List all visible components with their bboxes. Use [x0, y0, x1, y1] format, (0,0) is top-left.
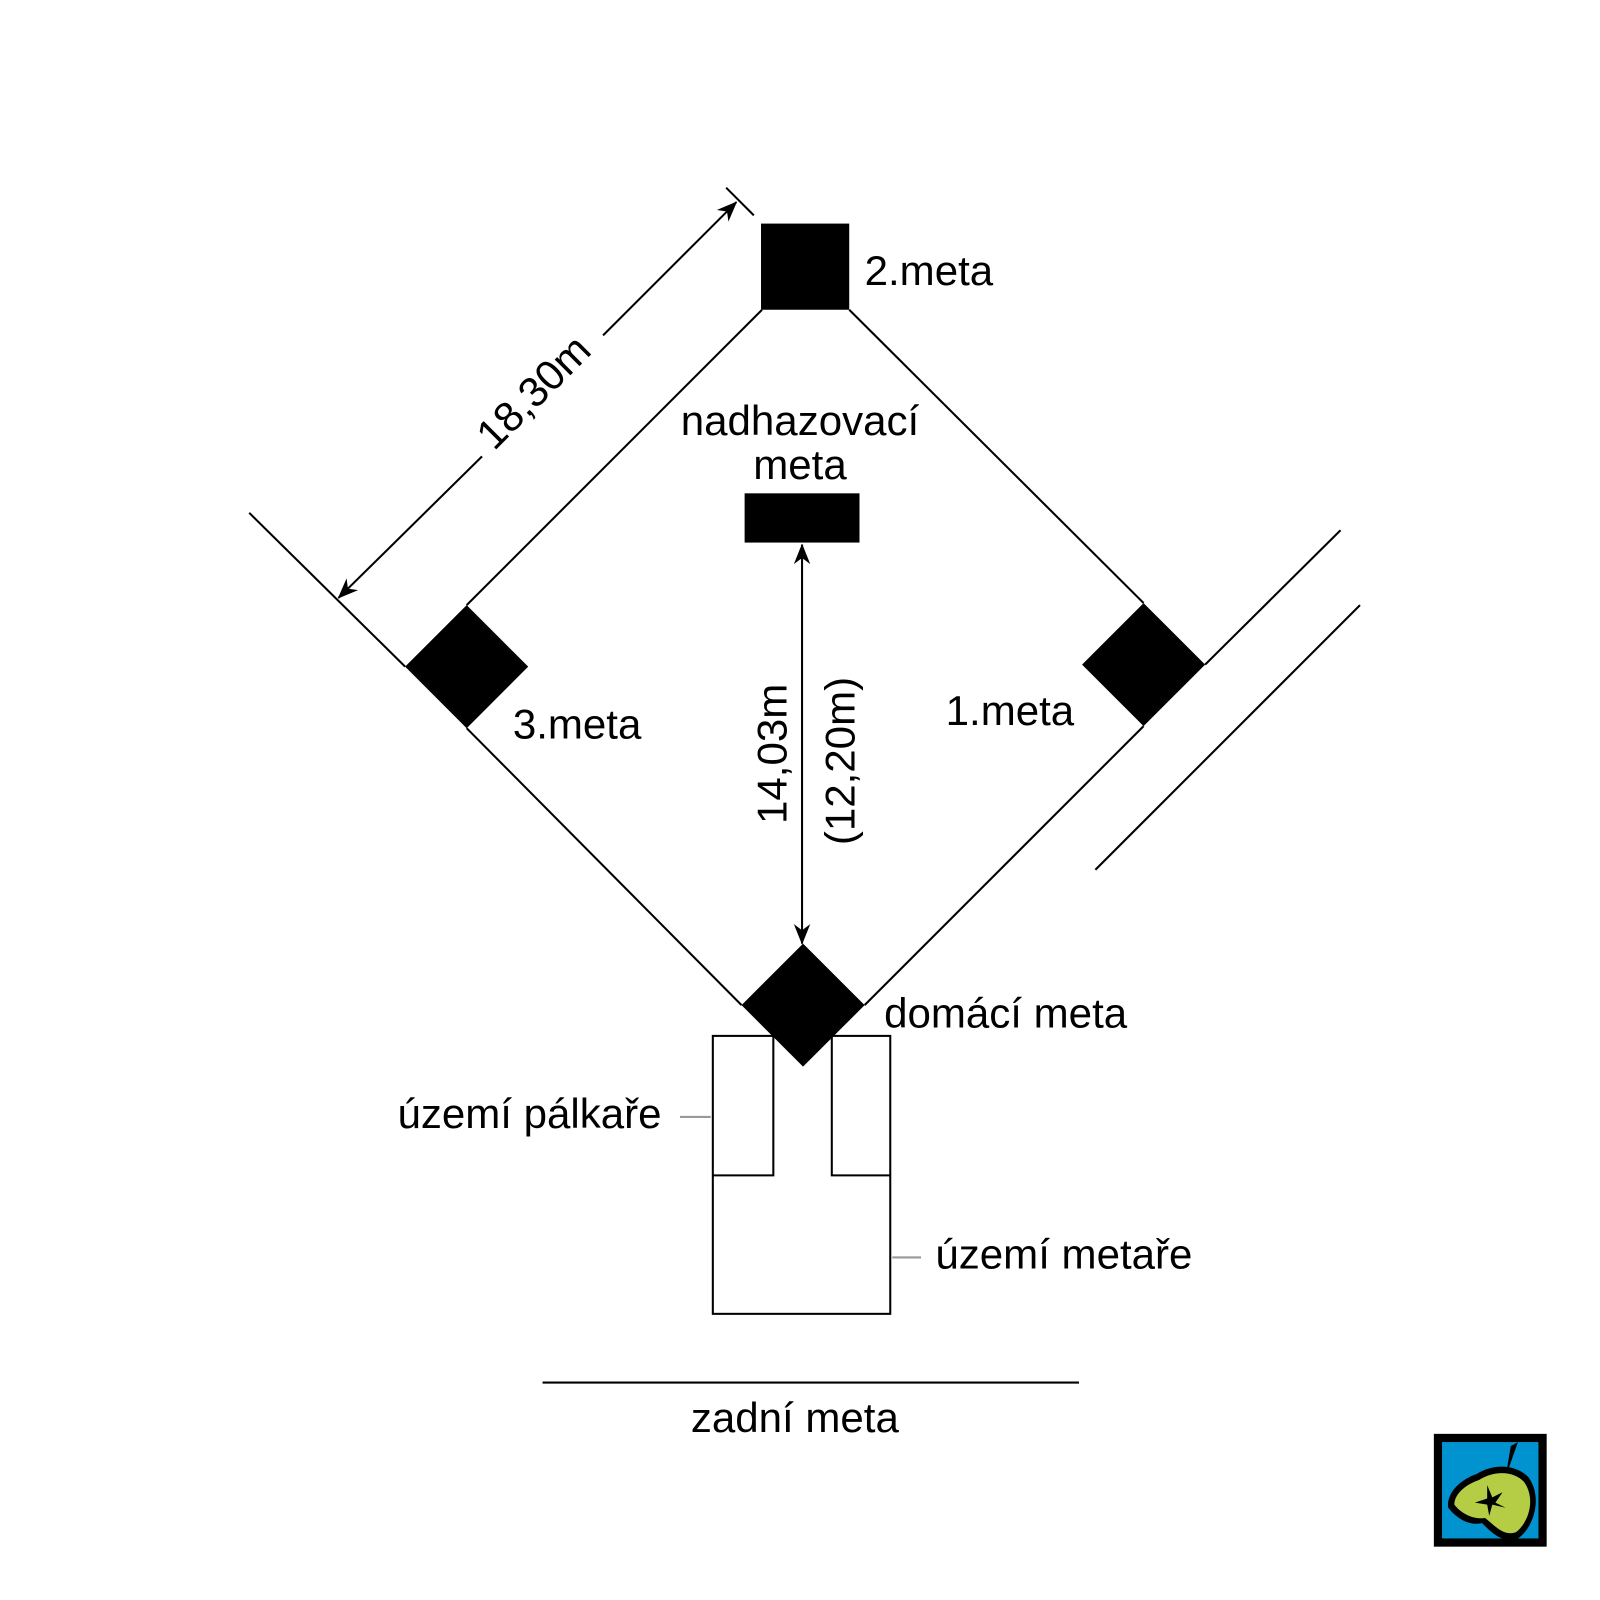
dimension-arrow-upper — [602, 201, 738, 337]
base-distance-label: 18,30m — [467, 326, 599, 458]
third-base-label: 3.meta — [513, 700, 642, 747]
dimension-tick — [725, 186, 755, 217]
home-base-label: domácí meta — [884, 990, 1128, 1037]
home-base — [741, 943, 865, 1067]
baseline-3-home — [465, 727, 743, 1006]
field-lines — [248, 186, 1361, 1384]
second-base-label: 2.meta — [865, 247, 994, 294]
pitch-distance-label: 14,03m — [749, 684, 796, 824]
pitch-distance-alt-label: (12,20m) — [816, 677, 863, 845]
second-base — [761, 223, 850, 310]
foul-line-right — [1204, 529, 1342, 666]
baseline-home-1 — [863, 725, 1145, 1006]
batter-box-right — [830, 1035, 891, 1177]
pitcher-label-line2: meta — [753, 441, 847, 488]
apple-logo — [1433, 1433, 1547, 1547]
baseline-1-2 — [848, 309, 1145, 604]
coach-line-right — [1094, 604, 1361, 871]
dimension-arrow-lower — [337, 455, 483, 599]
pitcher-plate — [744, 493, 860, 543]
baseline-2-3 — [465, 309, 763, 606]
pitcher-label-line1: nadhazovací — [681, 397, 920, 444]
first-base-label: 1.meta — [946, 687, 1075, 734]
first-base — [1082, 603, 1206, 727]
foul-line-left — [248, 512, 406, 668]
third-base — [405, 605, 529, 729]
leader-lines — [679, 1115, 922, 1259]
catcher-area-label: území metaře — [935, 1231, 1192, 1278]
batter-box-left — [712, 1035, 775, 1177]
batter-area-label: území pálkaře — [397, 1090, 661, 1137]
back-base-label: zadní meta — [691, 1394, 900, 1441]
